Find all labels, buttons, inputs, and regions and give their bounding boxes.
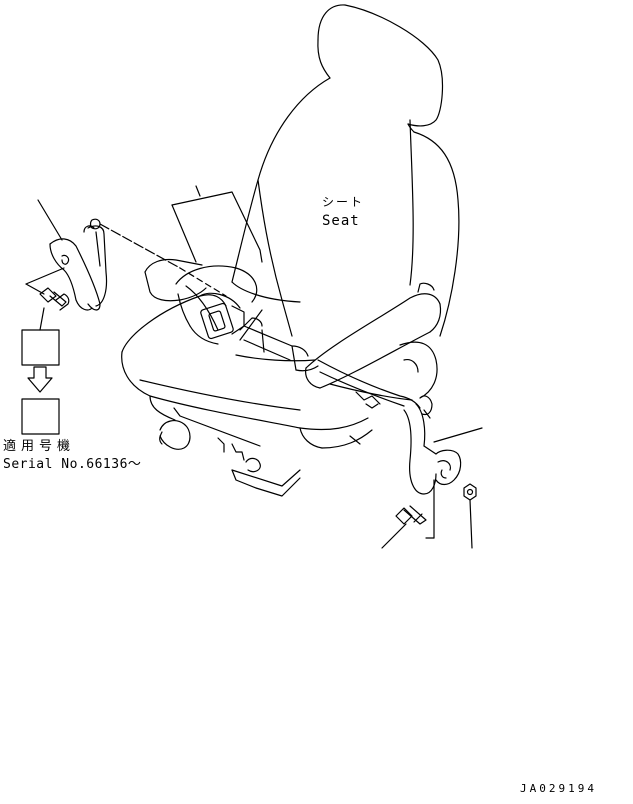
seat-base	[160, 392, 380, 496]
new-part-box	[22, 399, 59, 434]
seat-backrest	[232, 78, 459, 336]
right-belt-anchor	[382, 396, 482, 548]
seat-label-japanese: シート	[322, 195, 365, 209]
seat-cushion	[122, 293, 372, 448]
drawing-code: JA029194	[520, 782, 597, 795]
seat-belt-webbing	[176, 266, 420, 408]
serial-label-english: Serial No.66136～	[3, 457, 142, 472]
seat-headrest	[318, 5, 443, 132]
seat-label-english: Seat	[322, 213, 360, 229]
left-belt-anchor	[26, 200, 226, 330]
seat-leader-line	[240, 310, 262, 340]
right-armrest	[306, 283, 441, 400]
serial-label-japanese: 適用号機	[3, 439, 76, 454]
replacement-notation	[22, 330, 59, 434]
left-armrest	[145, 186, 262, 301]
arrow-down-icon	[28, 367, 52, 392]
old-part-box	[22, 330, 59, 365]
